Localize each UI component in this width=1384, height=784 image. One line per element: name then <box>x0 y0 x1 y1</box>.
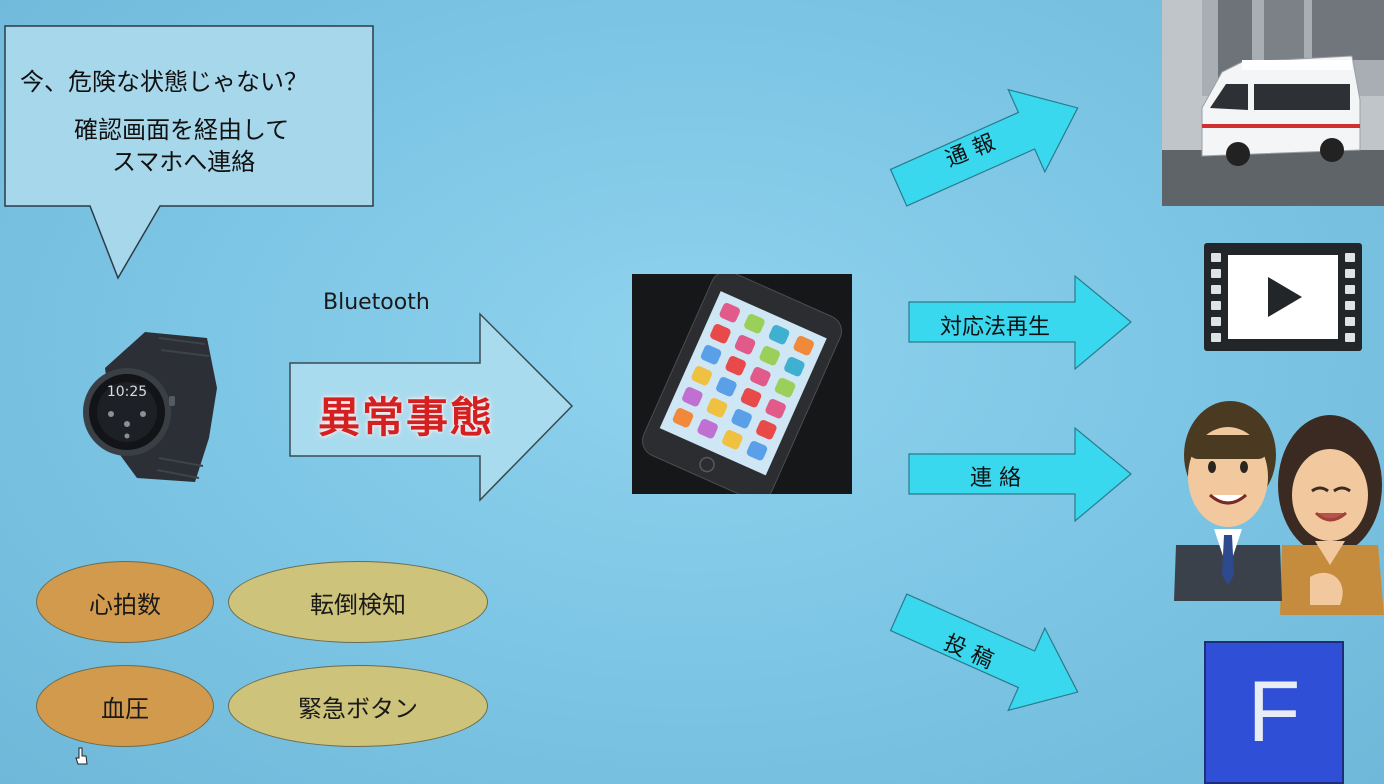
smartphone-image <box>632 274 852 494</box>
film-hole <box>1211 285 1221 294</box>
facebook-tile: F <box>1204 641 1344 784</box>
app-icon <box>691 366 712 386</box>
film-hole <box>1345 301 1355 310</box>
film-hole <box>1211 269 1221 278</box>
sensor-heart-rate-label: 心拍数 <box>89 590 161 619</box>
family-image <box>1174 401 1384 615</box>
film-hole <box>1345 285 1355 294</box>
sensor-fall-detection-label: 転倒検知 <box>310 590 406 619</box>
app-icon <box>725 356 746 376</box>
arrow-label-playback: 対応法再生 <box>940 315 1051 340</box>
ambulance-image <box>1162 0 1384 206</box>
app-icon <box>793 335 814 356</box>
app-icon <box>716 377 737 397</box>
app-icon <box>759 345 780 366</box>
film-hole <box>1345 269 1355 278</box>
film-hole <box>1211 317 1221 326</box>
arrow-contact <box>908 426 1132 523</box>
hand-cursor-icon <box>75 747 88 765</box>
app-icon <box>672 408 694 428</box>
facebook-letter: F <box>1247 664 1301 760</box>
app-icon <box>682 387 703 407</box>
app-icon <box>740 387 762 408</box>
video-play-icon <box>1204 243 1362 351</box>
speech-bubble <box>4 25 374 280</box>
bubble-line-confirm: 確認画面を経由して <box>74 116 290 144</box>
arrow-post <box>889 593 1079 712</box>
app-icon <box>784 356 805 377</box>
app-icon <box>719 302 740 323</box>
app-icon <box>765 398 786 419</box>
app-icon <box>697 419 718 439</box>
app-icon <box>731 409 752 429</box>
app-icon <box>756 419 777 440</box>
sensor-blood-pressure: 血圧 <box>36 665 214 747</box>
app-icon <box>744 313 765 334</box>
film-hole <box>1211 253 1221 262</box>
watch-time-display: 10:25 <box>107 384 147 400</box>
sensor-emergency-button: 緊急ボタン <box>228 665 488 747</box>
film-hole <box>1345 333 1355 342</box>
film-hole <box>1345 253 1355 262</box>
arrow-playback <box>908 274 1132 371</box>
sensor-blood-pressure-label: 血圧 <box>101 694 149 723</box>
main-arrow <box>289 312 574 502</box>
bluetooth-label: Bluetooth <box>323 290 430 315</box>
arrow-report <box>889 88 1079 207</box>
app-icon <box>722 430 743 450</box>
app-icon <box>746 440 768 461</box>
sensor-fall-detection: 転倒検知 <box>228 561 488 643</box>
app-icon <box>750 366 771 387</box>
app-icon <box>768 324 790 345</box>
sensor-emergency-button-label: 緊急ボタン <box>298 694 418 723</box>
app-icon <box>774 377 796 398</box>
film-hole <box>1211 333 1221 342</box>
app-icon <box>706 398 728 418</box>
app-icon <box>734 334 756 355</box>
bubble-line-contact: スマホへ連絡 <box>112 148 256 176</box>
app-icon <box>700 345 722 365</box>
app-icon <box>710 324 731 344</box>
film-hole <box>1345 317 1355 326</box>
smartwatch-image: 10:25 <box>83 332 217 482</box>
arrow-label-contact: 連 絡 <box>970 466 1021 491</box>
sensor-heart-rate: 心拍数 <box>36 561 214 643</box>
film-hole <box>1211 301 1221 310</box>
anomaly-label: 異常事態 <box>318 393 495 442</box>
bubble-question: 今、危険な状態じゃない？ <box>20 68 308 96</box>
